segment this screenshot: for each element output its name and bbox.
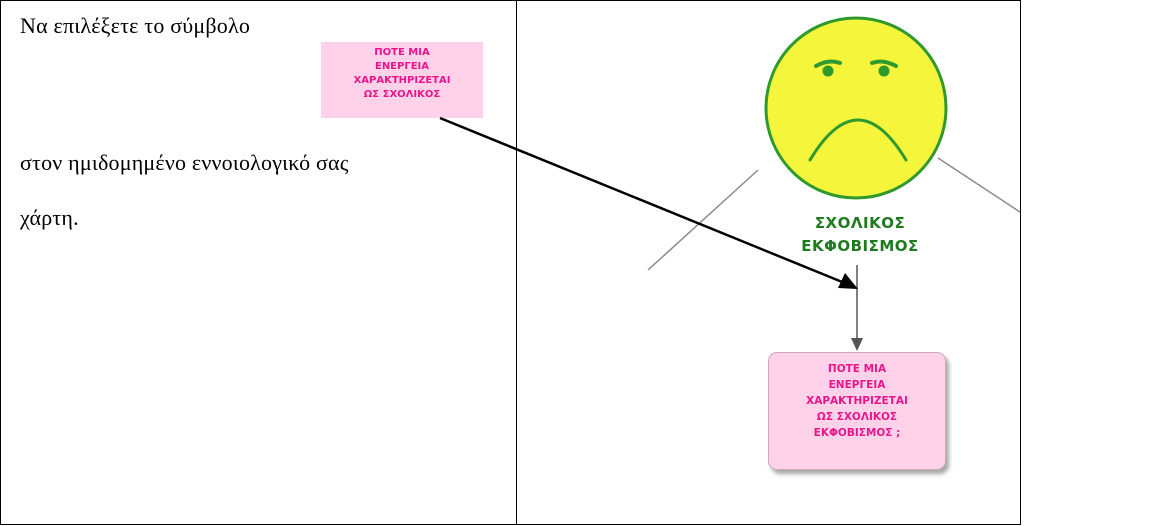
map-title-line: ΣΧΟΛΙΚΟΣ: [814, 214, 906, 232]
face-circle: [764, 16, 948, 200]
title-to-node-arrowhead: [851, 338, 863, 351]
instruction-line-2: στον ημιδομημένο εννοιολογικό σας: [20, 150, 349, 175]
map-node-line: ΕΚΦΟΒΙΣΜΟΣ ;: [813, 427, 901, 439]
instruction-line-1: Να επιλέξετε το σύμβολο: [20, 13, 251, 38]
instruction-line-3: χάρτη.: [20, 205, 79, 230]
right-eye: [878, 65, 890, 77]
document-table: [0, 0, 1021, 525]
map-node-line: ΠΟΤΕ ΜΙΑ: [827, 363, 887, 375]
left-eye: [822, 65, 834, 77]
sad-face-icon: [764, 16, 948, 200]
inline-symbol-label: ΠΟΤΕ ΜΙΑ ΕΝΕΡΓΕΙΑ ΧΑΡΑΚΤΗΡΙΖΕΤΑΙ ΩΣ ΣΧΟΛ…: [321, 42, 483, 118]
map-title-line: ΕΚΦΟΒΙΣΜΟΣ: [801, 237, 919, 255]
connector-left-line: [647, 169, 759, 271]
symbol-label-line: ΧΑΡΑΚΤΗΡΙΖΕΤΑΙ: [353, 75, 451, 86]
annotation-arrowhead: [838, 273, 858, 289]
symbol-label-line: ΠΟΤΕ ΜΙΑ: [374, 47, 430, 58]
map-node-line: ΕΝΕΡΓΕΙΑ: [828, 379, 886, 391]
symbol-label-line: ΕΝΕΡΓΕΙΑ: [374, 61, 430, 72]
concept-map-graphics: [439, 16, 1021, 351]
connector-right-line: [937, 157, 1021, 213]
left-brow: [814, 59, 842, 68]
right-brow: [870, 59, 898, 68]
concept-map-node: ΠΟΤΕ ΜΙΑ ΕΝΕΡΓΕΙΑ ΧΑΡΑΚΤΗΡΙΖΕΤΑΙ ΩΣ ΣΧΟΛ…: [768, 352, 946, 470]
map-node-line: ΧΑΡΑΚΤΗΡΙΖΕΤΑΙ: [806, 395, 908, 407]
annotation-arrow-line: [439, 116, 853, 288]
table-cell-divider: [516, 0, 517, 525]
face-frown: [808, 118, 908, 162]
map-node-line: ΩΣ ΣΧΟΛΙΚΟΣ: [816, 411, 898, 423]
symbol-label-line: ΩΣ ΣΧΟΛΙΚΟΣ: [363, 89, 441, 100]
concept-map-title: ΣΧΟΛΙΚΟΣ ΕΚΦΟΒΙΣΜΟΣ: [760, 212, 960, 258]
